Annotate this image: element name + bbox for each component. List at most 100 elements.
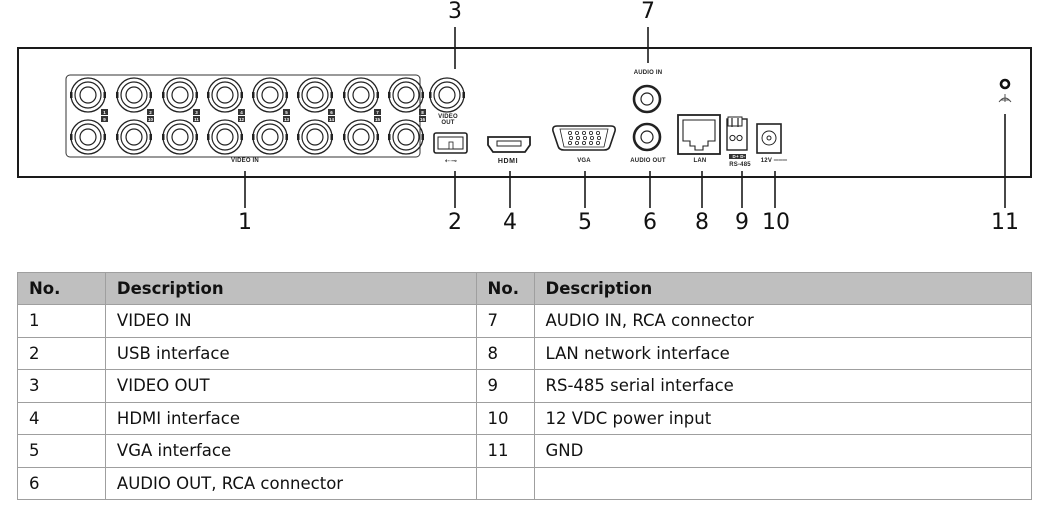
svg-text:6: 6 bbox=[330, 110, 333, 115]
svg-text:9: 9 bbox=[103, 117, 106, 122]
row-description-right: RS-485 serial interface bbox=[533, 369, 1033, 403]
bnc-video-in-11[interactable] bbox=[162, 119, 198, 155]
row-number-right bbox=[475, 466, 535, 500]
callout-1: 1 bbox=[238, 210, 252, 235]
bnc-video-in-16[interactable] bbox=[388, 119, 424, 155]
bnc-video-in-7[interactable] bbox=[343, 77, 379, 113]
channel-badge: 15 bbox=[374, 116, 381, 122]
row-number-right: 9 bbox=[475, 369, 535, 403]
vga-port[interactable] bbox=[552, 125, 616, 151]
video-out-label-line1: VIDEO bbox=[438, 114, 458, 120]
rs485-label: RS-485 bbox=[729, 162, 751, 168]
row-description-right: GND bbox=[533, 434, 1033, 468]
bnc-video-in-8[interactable] bbox=[388, 77, 424, 113]
lan-port[interactable] bbox=[677, 114, 721, 155]
bnc-video-in-2[interactable] bbox=[116, 77, 152, 113]
rs485-pin-label: D+ D- bbox=[732, 154, 746, 159]
row-description-left: AUDIO OUT, RCA connector bbox=[104, 466, 477, 500]
header-no-left: No. bbox=[17, 272, 106, 305]
channel-badge: 13 bbox=[283, 116, 290, 122]
gnd-terminal[interactable] bbox=[999, 78, 1011, 90]
bnc-video-in-5[interactable] bbox=[252, 77, 288, 113]
channel-badge: 12 bbox=[238, 116, 245, 122]
video-out-label-line2: OUT bbox=[441, 120, 455, 126]
callout-2: 2 bbox=[448, 210, 462, 235]
channel-badge: 4 bbox=[238, 109, 245, 115]
ground-symbol-icon bbox=[998, 94, 1012, 103]
vga-label: VGA bbox=[577, 158, 591, 164]
bnc-video-in-4[interactable] bbox=[207, 77, 243, 113]
svg-text:2: 2 bbox=[149, 110, 152, 115]
audio-out-connector[interactable] bbox=[632, 122, 662, 152]
row-description-left: HDMI interface bbox=[104, 401, 477, 435]
callout-5: 5 bbox=[578, 210, 592, 235]
usb-port[interactable] bbox=[433, 132, 468, 154]
callout-8: 8 bbox=[695, 210, 709, 235]
row-number-left: 4 bbox=[17, 401, 106, 435]
row-number-left: 5 bbox=[17, 434, 106, 468]
svg-text:4: 4 bbox=[240, 110, 243, 115]
audio-in-label: AUDIO IN bbox=[633, 70, 663, 76]
bnc-video-in-15[interactable] bbox=[343, 119, 379, 155]
audio-in-connector[interactable] bbox=[632, 84, 662, 114]
callout-lines bbox=[244, 27, 1006, 208]
svg-text:13: 13 bbox=[284, 117, 290, 122]
chassis-outline bbox=[17, 47, 1032, 178]
power-jack[interactable] bbox=[756, 123, 782, 154]
callout-3: 3 bbox=[448, 0, 462, 24]
row-number-right: 7 bbox=[475, 304, 535, 338]
hdmi-label: HDMI bbox=[497, 158, 519, 165]
callout-10: 10 bbox=[762, 210, 790, 235]
channel-badge: 16 bbox=[419, 116, 426, 122]
svg-text:14: 14 bbox=[329, 117, 335, 122]
bnc-video-in-13[interactable] bbox=[252, 119, 288, 155]
channel-badge: 8 bbox=[419, 109, 426, 115]
row-description-left: VIDEO IN bbox=[104, 304, 477, 338]
svg-text:1: 1 bbox=[103, 110, 106, 115]
bnc-video-in-12[interactable] bbox=[207, 119, 243, 155]
channel-badge: 11 bbox=[193, 116, 200, 122]
hdmi-port[interactable] bbox=[487, 136, 531, 153]
channel-badge: 5 bbox=[283, 109, 290, 115]
svg-text:7: 7 bbox=[376, 110, 379, 115]
bnc-video-in-9[interactable] bbox=[70, 119, 106, 155]
bnc-video-in-3[interactable] bbox=[162, 77, 198, 113]
bnc-video-in-1[interactable] bbox=[70, 77, 106, 113]
svg-text:3: 3 bbox=[195, 110, 198, 115]
row-description-right: AUDIO IN, RCA connector bbox=[533, 304, 1033, 338]
callout-11: 11 bbox=[991, 210, 1019, 235]
row-number-left: 6 bbox=[17, 466, 106, 500]
row-number-left: 3 bbox=[17, 369, 106, 403]
video-out-connector[interactable] bbox=[429, 77, 465, 113]
rs485-terminal[interactable] bbox=[726, 116, 748, 159]
row-number-left: 2 bbox=[17, 336, 106, 370]
usb-icon: ⇠⊸ bbox=[444, 158, 458, 165]
table-header-row: No. Description No. Description bbox=[17, 272, 1033, 305]
svg-text:8: 8 bbox=[421, 110, 424, 115]
bnc-video-in-10[interactable] bbox=[116, 119, 152, 155]
svg-text:5: 5 bbox=[285, 110, 288, 115]
audio-out-label: AUDIO OUT bbox=[630, 158, 666, 164]
power-label: 12V ═══ bbox=[760, 158, 788, 164]
channel-badge: 10 bbox=[147, 116, 154, 122]
channel-badge: 2 bbox=[147, 109, 154, 115]
bnc-video-in-14[interactable] bbox=[297, 119, 333, 155]
row-description-right bbox=[533, 466, 1033, 500]
row-description-left: VIDEO OUT bbox=[104, 369, 477, 403]
bnc-video-in-6[interactable] bbox=[297, 77, 333, 113]
callout-9: 9 bbox=[735, 210, 749, 235]
svg-text:16: 16 bbox=[420, 117, 426, 122]
svg-text:11: 11 bbox=[194, 117, 199, 122]
channel-badge: 1 bbox=[101, 109, 108, 115]
header-description-left: Description bbox=[104, 272, 477, 305]
row-description-left: USB interface bbox=[104, 336, 477, 370]
row-description-right: 12 VDC power input bbox=[533, 401, 1033, 435]
